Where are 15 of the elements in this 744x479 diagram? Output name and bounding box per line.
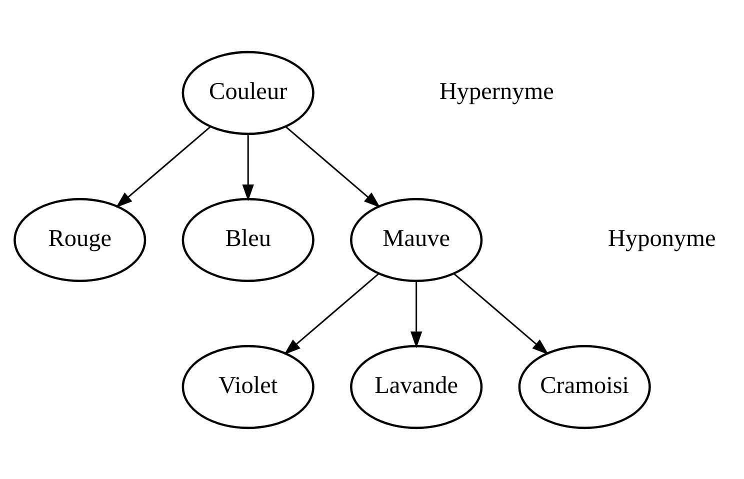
node-ellipse: Lavande <box>350 344 483 429</box>
node-ellipse: Cramoisi <box>518 344 651 429</box>
arrow <box>284 272 380 354</box>
node-ellipse: Couleur <box>182 50 314 135</box>
node-ellipse: Mauve <box>350 197 483 282</box>
node-ellipse: Bleu <box>182 197 314 282</box>
arrow <box>116 126 211 208</box>
label: Hypernyme <box>439 77 554 104</box>
arrow <box>410 280 422 348</box>
arrow <box>454 272 549 354</box>
label: Hyponyme <box>608 224 716 252</box>
arrow <box>285 126 380 208</box>
node-ellipse: Violet <box>182 344 314 429</box>
node-ellipse: Rouge <box>14 197 146 282</box>
arrow <box>242 134 254 201</box>
